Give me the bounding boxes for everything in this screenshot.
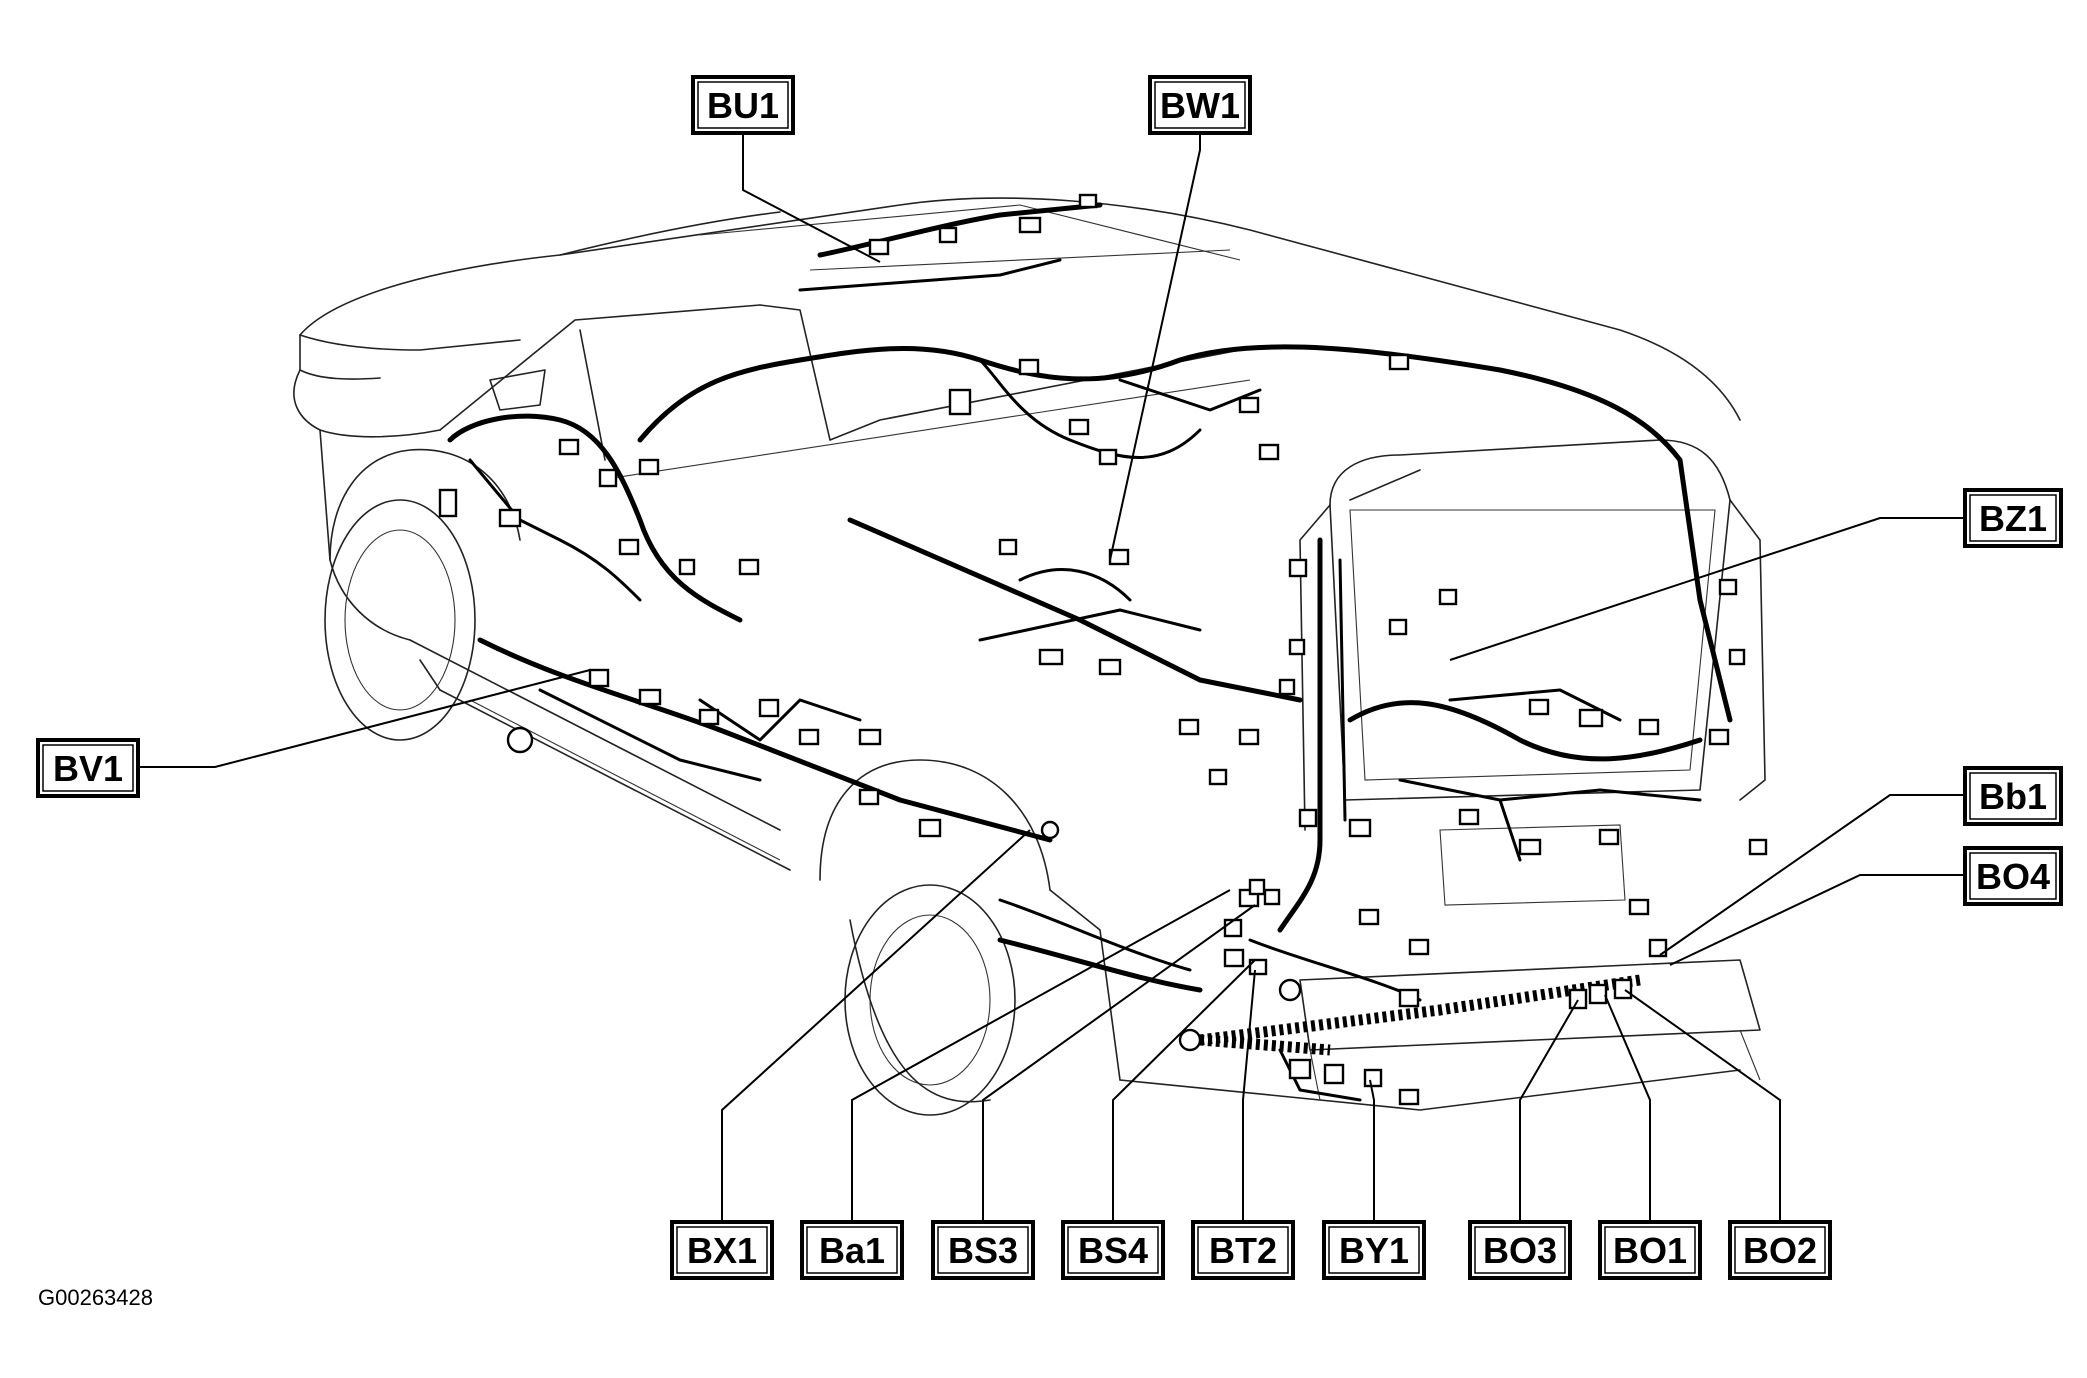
callout-box-inner xyxy=(1154,81,1246,129)
callout-label: BT2 xyxy=(1209,1230,1277,1271)
callout-box xyxy=(931,1220,1035,1280)
callout-box xyxy=(1322,1220,1426,1280)
callout-label: Ba1 xyxy=(819,1230,885,1271)
callout-bt2: BT2 xyxy=(1191,1220,1295,1280)
connector-blocks xyxy=(438,193,1768,1106)
callout-box xyxy=(691,75,795,135)
callout-bb1: Bb1 xyxy=(1963,766,2063,826)
callout-box-inner xyxy=(1604,1226,1696,1274)
wiring-harness-routes xyxy=(447,202,1733,1102)
callout-bo1: BO1 xyxy=(1598,1220,1702,1280)
callout-box-inner xyxy=(676,1226,768,1274)
callout-box xyxy=(1598,1220,1702,1280)
callout-box xyxy=(1963,766,2063,826)
callout-label: BS3 xyxy=(948,1230,1018,1271)
callout-box xyxy=(1148,75,1252,135)
callout-leaders xyxy=(140,100,1965,1220)
callout-bo4: BO4 xyxy=(1963,846,2063,906)
callout-box xyxy=(1468,1220,1572,1280)
callout-label: BO1 xyxy=(1613,1230,1687,1271)
callout-box-inner xyxy=(42,744,134,792)
callout-bo2: BO2 xyxy=(1728,1220,1832,1280)
callout-label: BS4 xyxy=(1078,1230,1148,1271)
callout-box-inner xyxy=(806,1226,898,1274)
callout-label: Bb1 xyxy=(1979,776,2047,817)
callout-box-inner xyxy=(1197,1226,1289,1274)
callout-box-inner xyxy=(1734,1226,1826,1274)
callout-bw1: BW1 xyxy=(1148,75,1252,135)
callout-bz1: BZ1 xyxy=(1963,488,2063,548)
callout-label: BX1 xyxy=(687,1230,757,1271)
callout-box xyxy=(1061,1220,1165,1280)
callout-bo3: BO3 xyxy=(1468,1220,1572,1280)
callout-ba1: Ba1 xyxy=(800,1220,904,1280)
callout-box xyxy=(1191,1220,1295,1280)
callout-box xyxy=(670,1220,774,1280)
callout-by1: BY1 xyxy=(1322,1220,1426,1280)
callout-label: BW1 xyxy=(1160,85,1240,126)
callout-box-inner xyxy=(1474,1226,1566,1274)
callout-box-inner xyxy=(697,81,789,129)
callout-label: BO4 xyxy=(1976,856,2050,897)
callout-box xyxy=(1728,1220,1832,1280)
callout-box-inner xyxy=(1067,1226,1159,1274)
figure-id: G00263428 xyxy=(38,1285,153,1310)
callout-bx1: BX1 xyxy=(670,1220,774,1280)
callout-box xyxy=(800,1220,904,1280)
callout-label: BY1 xyxy=(1339,1230,1409,1271)
callout-bs3: BS3 xyxy=(931,1220,1035,1280)
callout-label: BZ1 xyxy=(1979,498,2047,539)
callout-box-inner xyxy=(1969,494,2057,542)
callout-box-inner xyxy=(937,1226,1029,1274)
callout-box-inner xyxy=(1969,772,2057,820)
callout-label: BV1 xyxy=(53,748,123,789)
callout-label: BO2 xyxy=(1743,1230,1817,1271)
callout-box xyxy=(1963,846,2063,906)
callout-label: BO3 xyxy=(1483,1230,1557,1271)
callout-bv1: BV1 xyxy=(36,738,140,798)
callout-label: BU1 xyxy=(707,85,779,126)
callout-box xyxy=(36,738,140,798)
callout-bu1: BU1 xyxy=(691,75,795,135)
vehicle-body-outline xyxy=(293,197,1766,1116)
callout-bs4: BS4 xyxy=(1061,1220,1165,1280)
callout-box-inner xyxy=(1328,1226,1420,1274)
callout-box xyxy=(1963,488,2063,548)
callout-box-inner xyxy=(1969,852,2057,900)
